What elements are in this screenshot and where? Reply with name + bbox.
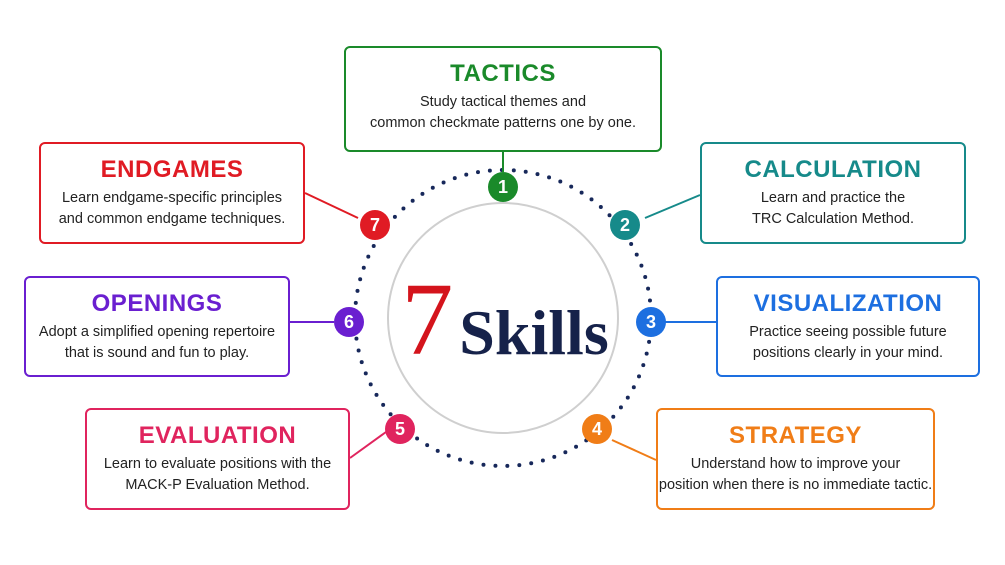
badge-4: 4 xyxy=(582,414,612,444)
skill-title: STRATEGY xyxy=(729,422,862,449)
skill-title: VISUALIZATION xyxy=(753,290,943,317)
connector-2 xyxy=(644,194,701,219)
skill-desc-line2: TRC Calculation Method. xyxy=(752,211,914,227)
connector-7 xyxy=(304,192,359,219)
skill-box-visualization: VISUALIZATION Practice seeing possible f… xyxy=(716,276,980,377)
connector-4 xyxy=(611,439,657,461)
connector-5 xyxy=(349,431,387,459)
skill-desc-line1: Practice seeing possible future xyxy=(749,324,947,340)
center-number: 7 xyxy=(401,262,454,377)
skill-box-endgames: ENDGAMES Learn endgame-specific principl… xyxy=(39,142,305,244)
inner-circle xyxy=(387,202,619,434)
skill-title: CALCULATION xyxy=(744,156,922,183)
center-title: 7Skills xyxy=(400,268,610,378)
skill-desc-line1: Adopt a simplified opening repertoire xyxy=(38,324,276,340)
skill-desc-line1: Learn and practice the xyxy=(760,190,906,206)
skill-box-tactics: TACTICS Study tactical themes and common… xyxy=(344,46,662,152)
skill-title: ENDGAMES xyxy=(100,156,244,183)
skill-desc-line1: Understand how to improve your xyxy=(690,456,901,472)
skill-desc-line2: and common endgame techniques. xyxy=(58,211,286,227)
skill-title: TACTICS xyxy=(450,60,556,87)
skill-desc-line2: MACK-P Evaluation Method. xyxy=(125,477,310,493)
skill-desc-line1: Study tactical themes and xyxy=(419,94,587,110)
skill-desc-line2: common checkmate patterns one by one. xyxy=(370,115,636,131)
skill-desc-line2: that is sound and fun to play. xyxy=(64,345,250,361)
skill-title: OPENINGS xyxy=(91,290,223,317)
badge-3: 3 xyxy=(636,307,666,337)
skill-desc-line2: positions clearly in your mind. xyxy=(752,345,944,361)
skill-box-calculation: CALCULATION Learn and practice the TRC C… xyxy=(700,142,966,244)
center-word: Skills xyxy=(459,297,609,368)
skill-box-strategy: STRATEGY Understand how to improve your … xyxy=(656,408,935,510)
badge-6: 6 xyxy=(334,307,364,337)
skill-desc-line1: Learn to evaluate positions with the xyxy=(103,456,332,472)
badge-5: 5 xyxy=(385,414,415,444)
badge-2: 2 xyxy=(610,210,640,240)
skill-box-evaluation: EVALUATION Learn to evaluate positions w… xyxy=(85,408,350,510)
badge-1: 1 xyxy=(488,172,518,202)
skill-desc-line1: Learn endgame-specific principles xyxy=(61,190,283,206)
skill-desc-line2: position when there is no immediate tact… xyxy=(658,477,933,493)
skill-title: EVALUATION xyxy=(138,422,297,449)
skill-box-openings: OPENINGS Adopt a simplified opening repe… xyxy=(24,276,290,377)
badge-7: 7 xyxy=(360,210,390,240)
